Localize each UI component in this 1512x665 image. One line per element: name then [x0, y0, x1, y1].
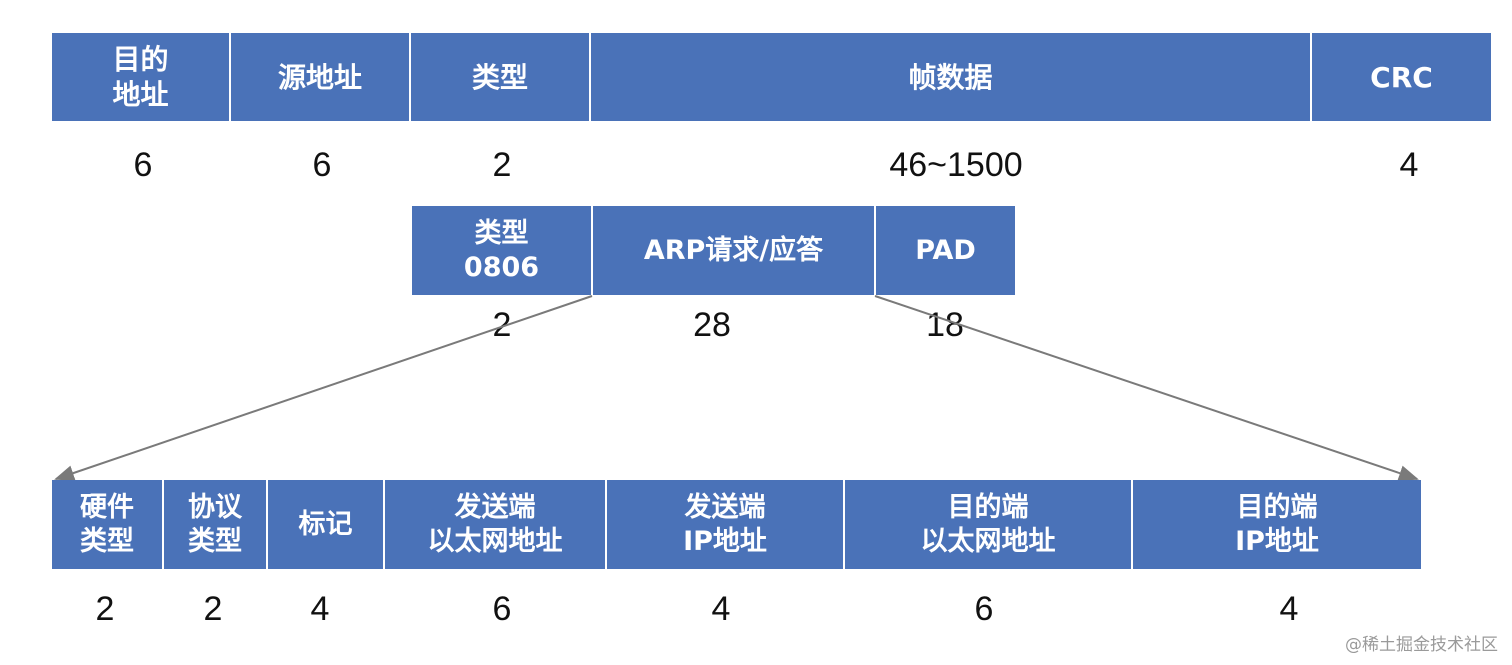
field-sender-ethernet-address: 发送端 以太网地址 — [385, 480, 607, 569]
field-crc: CRC — [1312, 33, 1491, 121]
size-type: 2 — [492, 146, 512, 184]
size-type-0806: 2 — [492, 306, 512, 344]
field-type: 类型 — [411, 33, 591, 121]
field-target-ip-address: 目的端 IP地址 — [1133, 480, 1421, 569]
size-pad: 18 — [926, 306, 964, 344]
field-type-0806: 类型 0806 — [412, 206, 593, 295]
size-hardware-type: 2 — [95, 590, 115, 628]
size-crc: 4 — [1399, 146, 1419, 184]
size-arp-request-reply: 28 — [693, 306, 731, 344]
field-dest-address: 目的 地址 — [52, 33, 231, 121]
field-hardware-type: 硬件 类型 — [52, 480, 164, 569]
field-flag: 标记 — [268, 480, 385, 569]
field-pad: PAD — [876, 206, 1015, 295]
arp-packet-row: 硬件 类型 协议 类型 标记 发送端 以太网地址 发送端 IP地址 目的端 以太… — [52, 480, 1421, 569]
size-frame-data: 46~1500 — [889, 146, 1023, 184]
size-protocol-type: 2 — [203, 590, 223, 628]
field-arp-request-reply: ARP请求/应答 — [593, 206, 876, 295]
field-target-ethernet-address: 目的端 以太网地址 — [845, 480, 1133, 569]
right-connector-arrow — [874, 295, 1419, 481]
watermark: @稀土掘金技术社区 — [1345, 635, 1498, 655]
field-sender-ip-address: 发送端 IP地址 — [607, 480, 845, 569]
field-protocol-type: 协议 类型 — [164, 480, 268, 569]
size-dest-address: 6 — [133, 146, 153, 184]
ethernet-frame-row: 目的 地址 源地址 类型 帧数据 CRC — [52, 33, 1491, 121]
size-target-ethernet-address: 6 — [974, 590, 994, 628]
field-frame-data: 帧数据 — [591, 33, 1312, 121]
frame-data-row: 类型 0806 ARP请求/应答 PAD — [412, 206, 1015, 295]
left-connector-arrow — [54, 295, 593, 481]
size-target-ip-address: 4 — [1279, 590, 1299, 628]
field-source-address: 源地址 — [231, 33, 411, 121]
size-sender-ethernet-address: 6 — [492, 590, 512, 628]
size-sender-ip-address: 4 — [711, 590, 731, 628]
size-flag: 4 — [310, 590, 330, 628]
size-source-address: 6 — [312, 146, 332, 184]
